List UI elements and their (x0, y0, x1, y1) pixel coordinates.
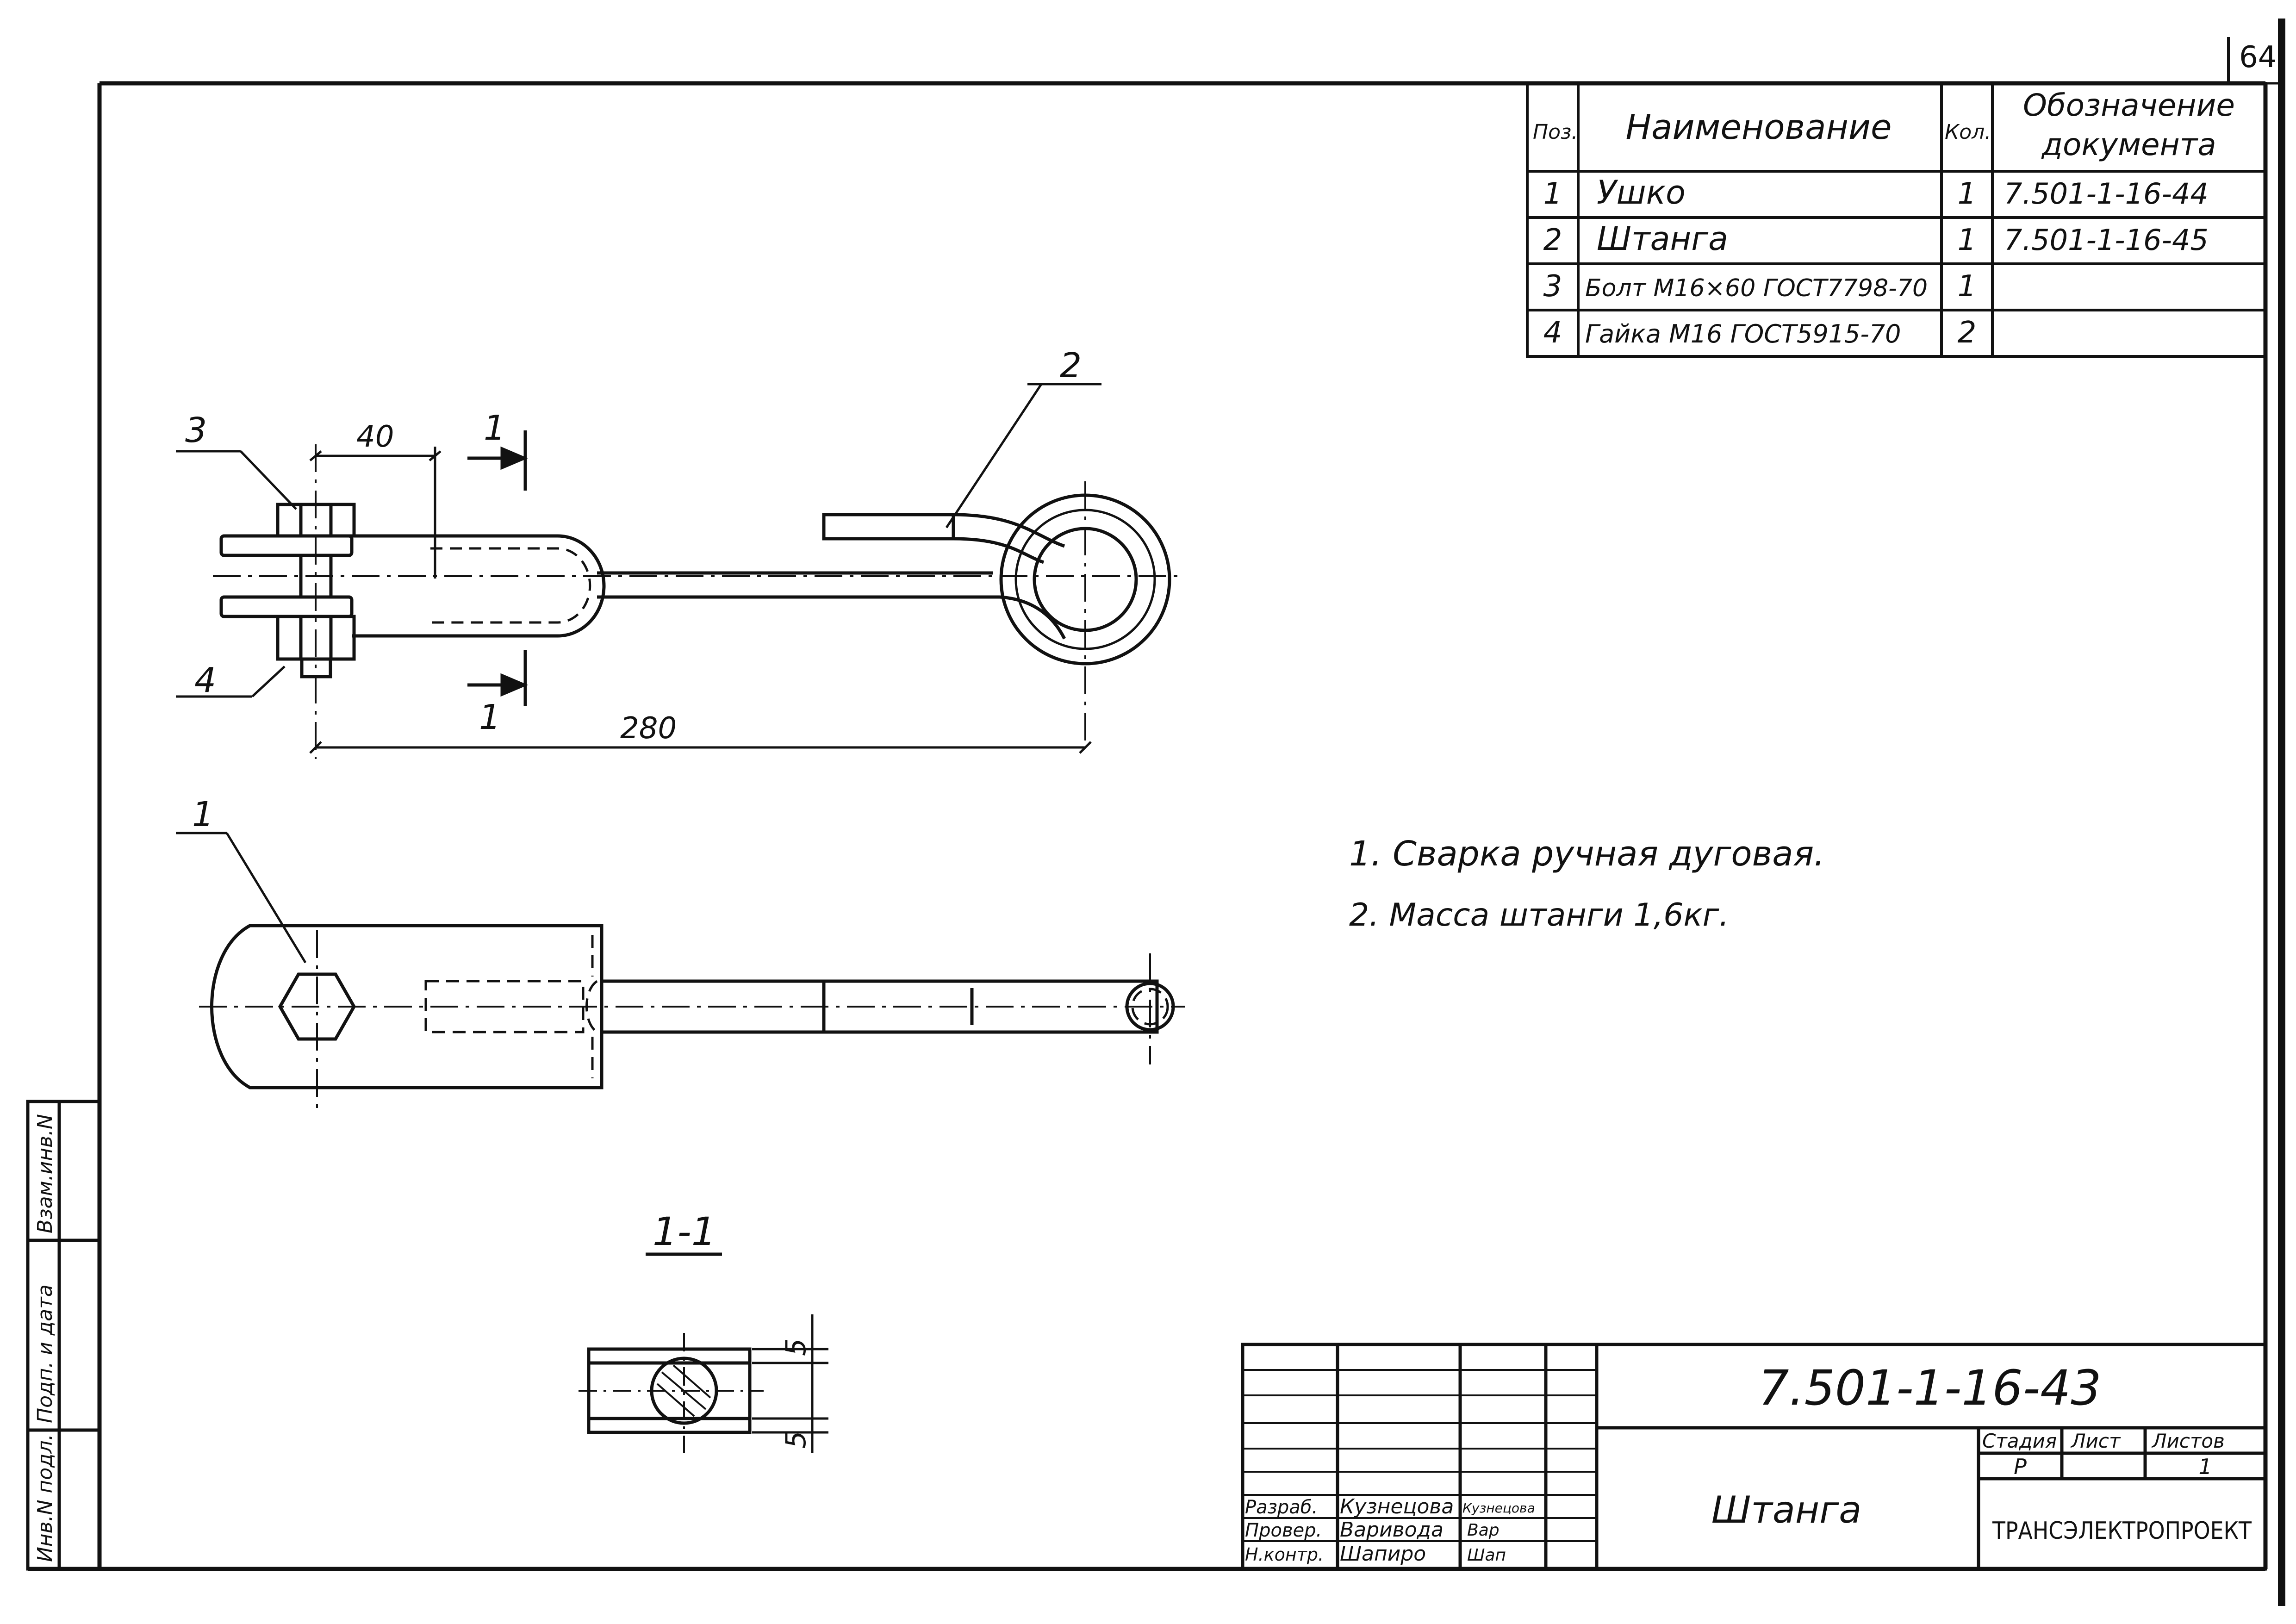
organization: ТРАНСЭЛЕКТРОПРОЕКТ (1992, 1517, 2252, 1545)
spec-header-name: Наименование (1625, 107, 1892, 147)
note-1: 1. Сварка ручная дуговая. (1349, 834, 1825, 874)
name-developer: Кузнецова (1340, 1495, 1454, 1518)
sheets-header: Листов (2151, 1430, 2225, 1452)
spec-header-doc-2: документа (2041, 127, 2216, 162)
dimension-40-label: 40 (356, 420, 394, 454)
spec-row-4-qty: 2 (1958, 316, 1977, 350)
section-cut-marks (467, 430, 528, 706)
drawing-title: Штанга (1711, 1488, 1862, 1531)
spec-row-3-pos: 3 (1543, 269, 1562, 304)
note-2: 2. Масса штанги 1,6кг. (1349, 897, 1729, 933)
cut-mark-label-top: 1 (484, 408, 505, 448)
notes: 1. Сварка ручная дуговая. 2. Масса штанг… (1349, 834, 1825, 933)
spec-row-1-qty: 1 (1958, 177, 1977, 211)
sheets-value: 1 (2198, 1454, 2212, 1479)
cut-mark-label-bottom: 1 (479, 697, 501, 737)
name-norm-control: Шапиро (1340, 1542, 1426, 1566)
dimension-280-label: 280 (620, 711, 677, 746)
sheet-header: Лист (2070, 1430, 2121, 1452)
signature-norm-control: Шап (1467, 1546, 1506, 1565)
spec-row-2-doc: 7.501-1-16-45 (2004, 223, 2209, 257)
spec-header-doc-1: Обозначение (2023, 87, 2235, 123)
spec-row-1-doc: 7.501-1-16-44 (2004, 177, 2209, 211)
spec-row-2-pos: 2 (1543, 223, 1562, 257)
stage-value: Р (2014, 1454, 2027, 1479)
spec-header-qty: Кол. (1945, 120, 1991, 144)
signature-developer: Кузнецова (1462, 1500, 1535, 1516)
spec-row-2-qty: 1 (1958, 223, 1977, 257)
spec-header-pos: Поз. (1533, 120, 1578, 144)
spec-row-2-name: Штанга (1597, 220, 1728, 258)
section-1-1: 1-1 5 5 (579, 1209, 828, 1453)
leader-label-2: 2 (1060, 346, 1082, 386)
section-label: 1-1 (653, 1209, 716, 1254)
dimension-280 (309, 741, 1092, 754)
stage-header: Стадия (1982, 1430, 2057, 1452)
plan-view (176, 832, 1185, 1111)
name-checker: Варивода (1340, 1518, 1444, 1542)
dimension-40 (309, 447, 442, 579)
front-view (213, 444, 1185, 759)
role-developer: Разраб. (1245, 1497, 1318, 1518)
leader-label-3: 3 (185, 411, 207, 450)
side-stamp: Взам.инв.N Подп. и дата Инв.N подл. (26, 1100, 101, 1571)
leader-label-4: 4 (194, 660, 216, 700)
title-block: 7.501-1-16-43 Штанга Стадия Лист Листов … (1241, 1343, 2267, 1571)
side-stamp-podp: Подп. и дата (33, 1284, 57, 1423)
sheet-number: 64 (2239, 40, 2277, 75)
spec-table: Поз. Наименование Кол. Обозначение докум… (1526, 82, 2267, 358)
signature-checker: Вар (1467, 1521, 1500, 1540)
dimension-5-top: 5 (780, 1338, 812, 1356)
spec-row-4-pos: 4 (1543, 316, 1562, 350)
spec-row-4-name: Гайка М16 ГОСТ5915-70 (1585, 319, 1901, 348)
spec-row-1-pos: 1 (1543, 177, 1562, 211)
dimension-5-bottom: 5 (780, 1431, 812, 1449)
front-view-leaders (176, 383, 1101, 698)
leader-label-1: 1 (192, 795, 214, 834)
role-norm-control: Н.контр. (1245, 1544, 1324, 1565)
spec-row-1-name: Ушко (1597, 174, 1686, 212)
document-designation: 7.501-1-16-43 (1758, 1360, 2101, 1416)
spec-row-3-name: Болт М16×60 ГОСТ7798-70 (1585, 274, 1928, 302)
side-stamp-vzam: Взам.инв.N (33, 1114, 57, 1233)
spec-row-3-qty: 1 (1958, 269, 1977, 304)
side-stamp-inv: Инв.N подл. (33, 1434, 57, 1562)
role-checker: Провер. (1245, 1520, 1322, 1541)
